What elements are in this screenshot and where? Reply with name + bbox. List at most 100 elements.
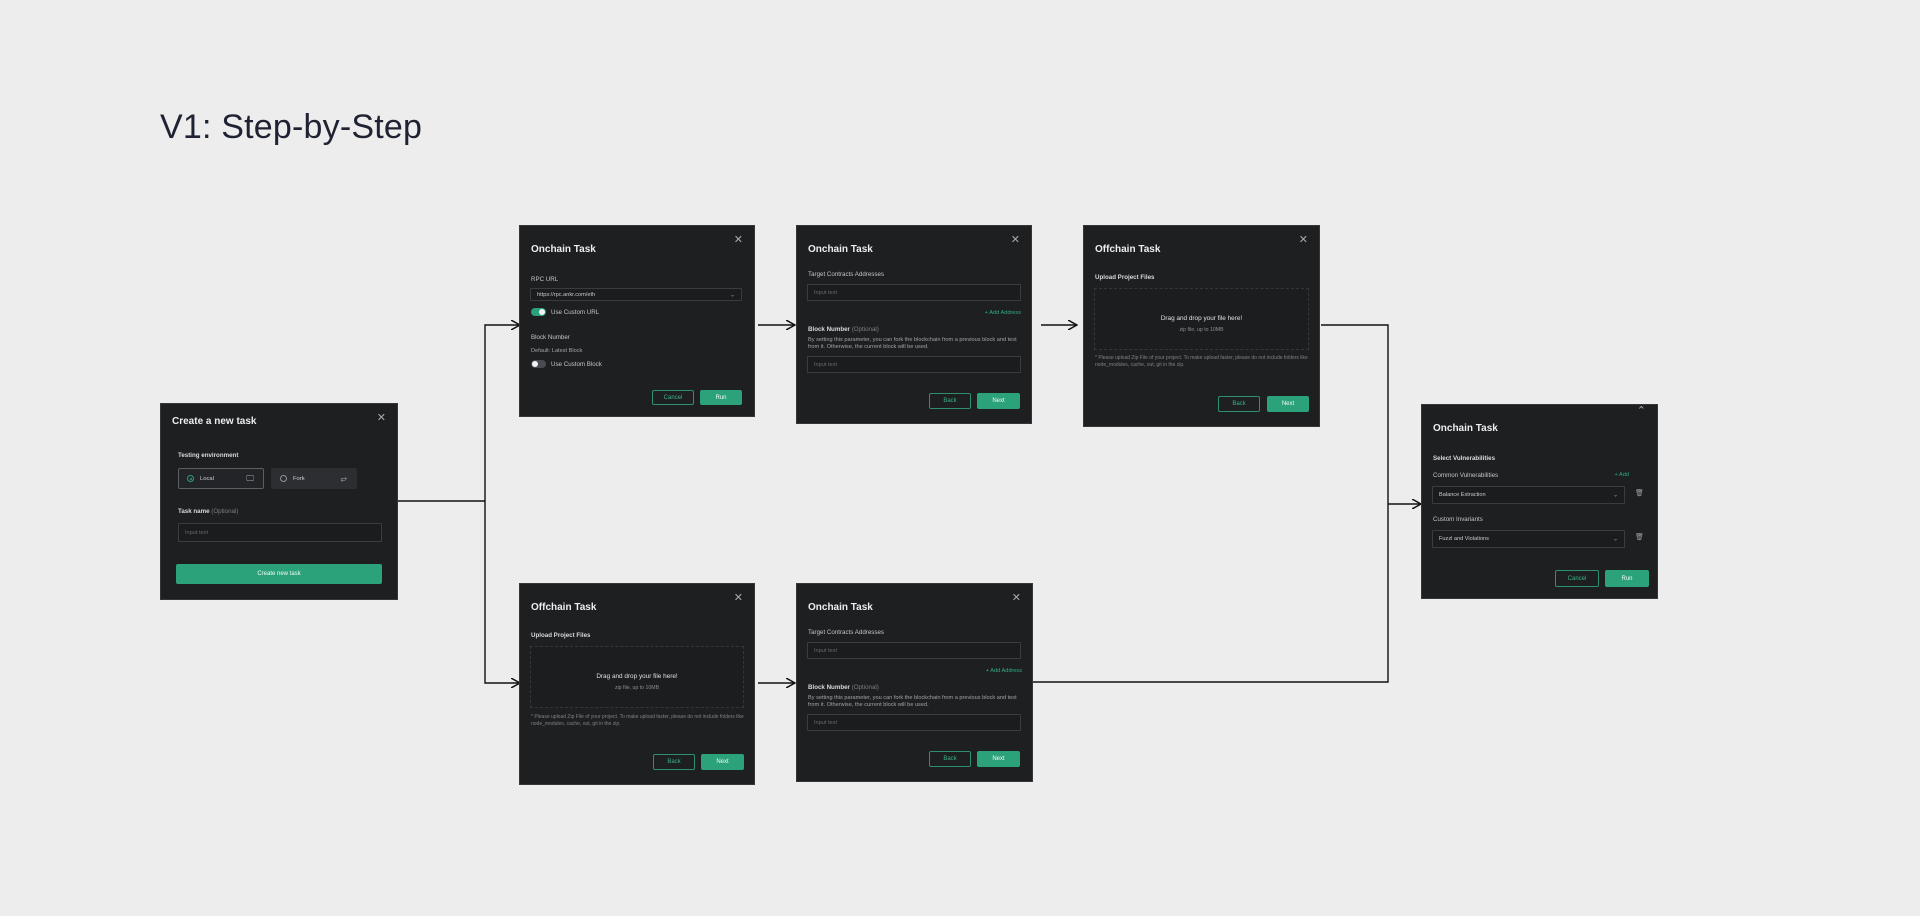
block-default-text: Default: Latest Block (531, 348, 583, 354)
back-button[interactable]: Back (929, 751, 971, 767)
onchain-targets-dialog: ✕ Onchain Task Target Contracts Addresse… (796, 225, 1032, 424)
rpc-url-select[interactable]: https://rpc.ankr.com/eth ⌄ (530, 288, 742, 301)
add-address-link[interactable]: + Add Address (985, 668, 1022, 674)
close-icon[interactable]: ✕ (1010, 234, 1020, 246)
block-number-input[interactable]: Input text (807, 714, 1021, 731)
drop-hint: zip file, up to 10MB (1179, 327, 1224, 333)
select-vulns-label: Select Vulnerabilities (1433, 455, 1496, 462)
create-task-button[interactable]: Create new task (176, 564, 382, 584)
monitor-icon: 🖵 (246, 474, 254, 483)
dialog-title: Create a new task (172, 416, 257, 427)
dialog-title: Onchain Task (531, 244, 596, 255)
target-label: Target Contracts Addresses (808, 629, 885, 636)
connector-bottom-merge (1033, 504, 1389, 683)
target-label: Target Contracts Addresses (808, 271, 885, 278)
create-task-dialog: ✕ Create a new task Testing environment … (160, 403, 398, 600)
env-option-local-label: Local (200, 476, 214, 482)
back-button[interactable]: Back (653, 754, 695, 770)
env-option-fork[interactable]: Fork ⥂ (271, 468, 357, 489)
drop-text: Drag and drop your file here! (1160, 315, 1243, 322)
connector-top-merge (1321, 324, 1389, 504)
close-icon[interactable]: ✕ (1298, 234, 1308, 246)
upload-note: * Please upload Zip File of your project… (1095, 355, 1308, 368)
custom-block-label: Use Custom Block (551, 361, 602, 368)
offchain-upload-dialog: ✕ Offchain Task Upload Project Files Dra… (519, 583, 755, 785)
trash-icon[interactable]: 🗑 (1635, 490, 1644, 497)
optional-text: (Optional) (851, 326, 879, 333)
task-name-input[interactable]: Input text (178, 523, 382, 542)
common-vulns-select[interactable]: Balance Extraction ⌄ (1432, 486, 1625, 504)
offchain-upload-dialog: ✕ Offchain Task Upload Project Files Dra… (1083, 225, 1320, 427)
radio-selected-icon (187, 475, 194, 482)
block-label-text: Block Number (808, 326, 850, 333)
target-address-input[interactable]: Input text (807, 284, 1021, 301)
block-number-input[interactable]: Input text (807, 356, 1021, 373)
close-icon[interactable]: ✕ (1011, 592, 1021, 604)
chevron-down-icon: ⌄ (1612, 536, 1618, 543)
run-button[interactable]: Run (700, 390, 742, 405)
block-description: By setting this parameter, you can fork … (808, 695, 1017, 708)
env-option-local[interactable]: Local 🖵 (178, 468, 264, 489)
chevron-down-icon: ⌄ (729, 292, 735, 298)
trash-icon[interactable]: 🗑 (1635, 534, 1644, 541)
custom-invariants-select[interactable]: Fuzzl and Violations ⌄ (1432, 530, 1625, 548)
onchain-targets-dialog: ✕ Onchain Task Target Contracts Addresse… (796, 583, 1033, 782)
cancel-button[interactable]: Cancel (1555, 570, 1599, 587)
next-button[interactable]: Next (977, 393, 1020, 409)
add-address-link[interactable]: + Add Address (984, 310, 1021, 316)
custom-block-toggle[interactable] (531, 360, 546, 368)
back-button[interactable]: Back (929, 393, 971, 409)
target-address-input[interactable]: Input text (807, 642, 1021, 659)
connector-to-offchain (484, 501, 520, 683)
back-button[interactable]: Back (1218, 396, 1260, 412)
env-option-fork-label: Fork (293, 476, 305, 482)
fork-icon: ⥂ (340, 474, 347, 483)
dialog-title: Onchain Task (808, 602, 873, 613)
upload-label: Upload Project Files (1095, 274, 1155, 281)
custom-invariants-label: Custom Invariants (1433, 516, 1483, 523)
custom-invariants-value: Fuzzl and Violations (1439, 536, 1489, 542)
page-title: V1: Step-by-Step (160, 108, 423, 146)
next-button[interactable]: Next (977, 751, 1020, 767)
upload-note: * Please upload Zip File of your project… (531, 714, 744, 727)
chevron-down-icon: ⌄ (1612, 492, 1618, 499)
vulnerabilities-dialog: ⌃ Onchain Task Select Vulnerabilities Co… (1421, 404, 1658, 599)
dialog-title: Onchain Task (808, 244, 873, 255)
rpc-url-value: https://rpc.ankr.com/eth (537, 291, 596, 298)
next-button[interactable]: Next (701, 754, 744, 770)
cancel-button[interactable]: Cancel (652, 390, 694, 405)
file-dropzone[interactable]: Drag and drop your file here! zip file, … (530, 646, 744, 708)
block-label: Block Number (Optional) (808, 684, 879, 691)
common-vulns-label: Common Vulnerabilities (1433, 472, 1499, 479)
close-icon[interactable]: ✕ (733, 592, 743, 604)
custom-url-toggle[interactable] (531, 308, 546, 316)
connector-to-onchain (484, 325, 520, 501)
block-label: Block Number (Optional) (808, 326, 879, 333)
env-label: Testing environment (178, 452, 239, 459)
task-name-label: Task name (Optional) (178, 508, 238, 515)
onchain-rpc-dialog: ✕ Onchain Task RPC URL https://rpc.ankr.… (519, 225, 755, 417)
file-dropzone[interactable]: Drag and drop your file here! zip file, … (1094, 288, 1309, 350)
minimize-icon[interactable]: ⌃ (1636, 405, 1646, 417)
optional-text: (Optional) (211, 508, 239, 515)
block-label-text: Block Number (808, 684, 850, 691)
drop-hint: zip file, up to 10MB (614, 685, 660, 691)
custom-url-label: Use Custom URL (551, 309, 600, 316)
upload-label: Upload Project Files (531, 632, 591, 639)
rpc-label: RPC URL (531, 276, 559, 283)
task-name-text: Task name (178, 508, 210, 515)
common-vulns-value: Balance Extraction (1439, 492, 1486, 498)
block-label: Block Number (531, 334, 570, 341)
close-icon[interactable]: ✕ (733, 234, 743, 246)
next-button[interactable]: Next (1267, 396, 1309, 412)
radio-icon (280, 475, 287, 482)
run-button[interactable]: Run (1605, 570, 1649, 587)
optional-text: (Optional) (851, 684, 879, 691)
add-vuln-link[interactable]: + Add (1614, 472, 1629, 478)
dialog-title: Offchain Task (531, 602, 597, 613)
dialog-title: Onchain Task (1433, 423, 1498, 434)
close-icon[interactable]: ✕ (376, 412, 386, 424)
block-description: By setting this parameter, you can fork … (808, 337, 1017, 350)
drop-text: Drag and drop your file here! (596, 673, 678, 680)
dialog-title: Offchain Task (1095, 244, 1161, 255)
